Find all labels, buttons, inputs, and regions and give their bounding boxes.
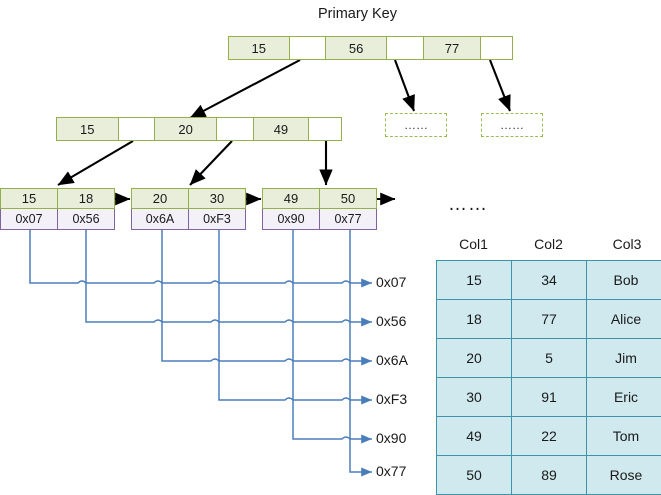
leaf-chain-ellipsis: …… (448, 194, 488, 215)
pointer-routing (29, 230, 373, 477)
internal-key-0: 15 (57, 118, 119, 140)
table-header-col2: Col2 (534, 236, 563, 252)
leaf-3-pointer-1: 0x77 (320, 209, 376, 229)
leaf-3-pointer-0: 0x90 (263, 209, 320, 229)
cell-r4-c2: Tom (587, 417, 661, 456)
root-pointer-1 (386, 37, 424, 59)
address-label-0x56: 0x56 (376, 313, 407, 329)
root-key-1: 56 (326, 37, 387, 59)
edge-internal-to-leaf-1 (57, 140, 134, 186)
bplus-tree-index-diagram: Primary Key (0, 6, 661, 495)
root-key-2: 77 (423, 37, 482, 59)
internal-key-2: 49 (253, 118, 310, 140)
cell-r1-c0: 18 (437, 300, 512, 339)
root-pointer-2 (481, 37, 513, 59)
leaf-1-key-0: 15 (1, 189, 58, 208)
cell-r2-c2: Jim (587, 339, 661, 378)
internal-key-1: 20 (155, 118, 217, 140)
leaf-2-keys: 20 30 (131, 188, 246, 209)
address-label-0x07: 0x07 (376, 274, 407, 290)
diagram-title: Primary Key (318, 6, 397, 22)
leaf-1-keys: 15 18 (0, 188, 115, 209)
cell-r5-c2: Rose (587, 456, 661, 495)
leaf-2-pointers: 0x6A 0xF3 (131, 209, 246, 230)
table-row[interactable]: 50 89 Rose (437, 456, 661, 495)
leaf-3-keys: 49 50 (262, 188, 377, 209)
table-header-col3: Col3 (612, 236, 642, 252)
table-row[interactable]: 18 77 Alice (437, 300, 661, 339)
leaf-2-pointer-0: 0x6A (132, 209, 189, 229)
cell-r0-c2: Bob (587, 261, 661, 300)
cell-r0-c0: 15 (437, 261, 512, 300)
table-header-col1: Col1 (459, 236, 488, 252)
cell-r0-c1: 34 (512, 261, 587, 300)
leaf-3-pointers: 0x90 0x77 (262, 209, 377, 230)
table-row[interactable]: 20 5 Jim (437, 339, 661, 378)
table-row[interactable]: 30 91 Eric (437, 378, 661, 417)
cell-r4-c1: 22 (512, 417, 587, 456)
leaf-2-pointer-1: 0xF3 (189, 209, 245, 229)
table-row[interactable]: 15 34 Bob (437, 261, 661, 300)
internal-pointer-2 (309, 118, 341, 140)
root-node[interactable]: 15 56 77 (228, 36, 513, 60)
table-grid: 15 34 Bob 18 77 Alice 20 5 Jim 30 91 Eri… (436, 260, 661, 495)
leaf-1-pointers: 0x07 0x56 (0, 209, 115, 230)
internal-pointer-1 (216, 118, 254, 140)
leaf-2-key-0: 20 (132, 189, 189, 208)
cell-r5-c0: 50 (437, 456, 512, 495)
leaf-1-pointer-1: 0x56 (58, 209, 114, 229)
cell-r1-c1: 77 (512, 300, 587, 339)
internal-pointer-0 (118, 118, 156, 140)
root-key-0: 15 (229, 37, 290, 59)
leaf-node-3[interactable]: 49 50 0x90 0x77 (262, 188, 377, 230)
edge-internal-to-leaf-2 (189, 140, 233, 186)
address-label-0xF3: 0xF3 (376, 391, 408, 407)
address-label-0x90: 0x90 (376, 430, 407, 446)
data-table: Col1 Col2 Col3 15 34 Bob 18 77 Alice 20 … (436, 236, 661, 495)
edge-root-to-placeholder-2 (489, 59, 511, 112)
cell-r2-c1: 5 (512, 339, 587, 378)
cell-r3-c1: 91 (512, 378, 587, 417)
cell-r5-c1: 89 (512, 456, 587, 495)
cell-r1-c2: Alice (587, 300, 661, 339)
table-row[interactable]: 49 22 Tom (437, 417, 661, 456)
leaf-2-key-1: 30 (189, 189, 245, 208)
address-label-0x77: 0x77 (376, 463, 407, 479)
cell-r3-c2: Eric (587, 378, 661, 417)
edge-root-to-placeholder-1 (394, 59, 415, 112)
root-pointer-0 (289, 37, 327, 59)
cell-r3-c0: 30 (437, 378, 512, 417)
cell-r4-c0: 49 (437, 417, 512, 456)
leaf-1-key-1: 18 (58, 189, 114, 208)
cell-r2-c0: 20 (437, 339, 512, 378)
table-header-row: Col1 Col2 Col3 (436, 236, 661, 252)
placeholder-node-1: …… (385, 113, 447, 137)
leaf-3-key-1: 50 (320, 189, 376, 208)
leaf-3-key-0: 49 (263, 189, 320, 208)
leaf-1-pointer-0: 0x07 (1, 209, 58, 229)
address-label-0x6A: 0x6A (376, 352, 408, 368)
edge-root-to-internal (189, 59, 301, 119)
leaf-node-2[interactable]: 20 30 0x6A 0xF3 (131, 188, 246, 230)
placeholder-node-2: …… (481, 113, 543, 137)
leaf-node-1[interactable]: 15 18 0x07 0x56 (0, 188, 115, 230)
internal-node[interactable]: 15 20 49 (56, 117, 342, 141)
